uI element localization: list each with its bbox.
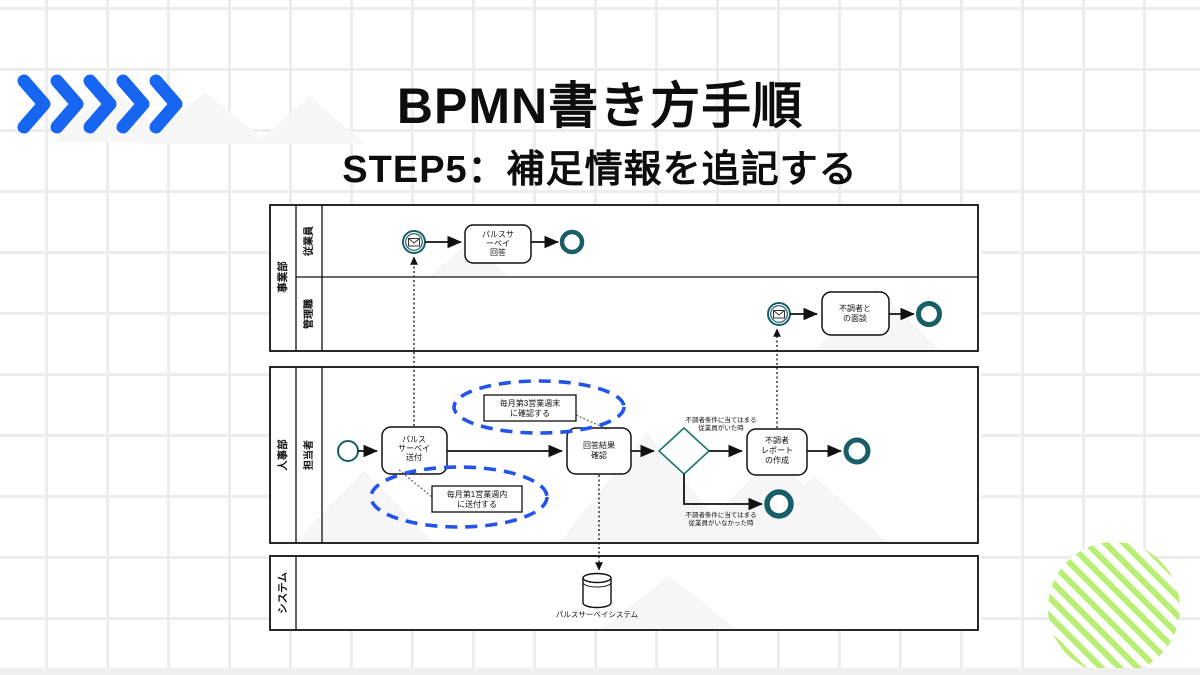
end-event-manager (916, 301, 942, 327)
sequence-flow (683, 474, 763, 511)
svg-text:レポート: レポート (761, 446, 793, 455)
green-striped-circle-decoration (1048, 542, 1180, 674)
svg-text:従業員がいなかった時: 従業員がいなかった時 (689, 518, 755, 527)
svg-text:不調者と: 不調者と (839, 303, 871, 313)
lane-label-staff: 担当者 (302, 440, 315, 470)
pool-system: システム (269, 555, 979, 631)
svg-text:の作成: の作成 (765, 455, 789, 465)
bpmn-diagram: 事業部 従業員 管理職 パルスサ ーベイ 回答 (269, 204, 981, 631)
pool-label: システム (277, 572, 289, 614)
svg-text:送付: 送付 (406, 452, 422, 462)
chevrons-decoration (17, 74, 183, 134)
task-pulse-survey-answer: パルスサ ーベイ 回答 (464, 224, 532, 264)
svg-text:に送付する: に送付する (457, 499, 497, 509)
svg-text:パルス: パルス (402, 435, 426, 444)
annotation-send-box: 毎月第1営業週内 に送付する (431, 485, 523, 513)
pool-label: 人事部 (276, 439, 289, 471)
chevron-right-icon (17, 74, 51, 134)
message-event-employee (402, 230, 426, 254)
database-cylinder-icon (582, 572, 612, 609)
svg-text:不調者条件に当てはまる: 不調者条件に当てはまる (685, 415, 756, 424)
lane-label-employee: 従業員 (302, 226, 315, 257)
annotation-ellipse-confirm (452, 379, 626, 435)
pool-business-division: 事業部 従業員 管理職 (269, 204, 979, 352)
end-event-no-match (764, 489, 794, 519)
task-check-results: 回答結果 確認 (566, 427, 632, 475)
branch-label-match: 不調者条件に当てはまる 従業員がいた時 (685, 415, 756, 432)
envelope-icon (408, 238, 420, 247)
diagram-background (269, 204, 981, 631)
page-subtitle: STEP5：補足情報を追記する (342, 149, 858, 191)
bottom-band-decoration (0, 668, 1200, 675)
lane-employee-flow: パルスサ ーベイ 回答 (402, 224, 585, 264)
datastore-pulse-survey-system: パルスサーベイシステム (556, 572, 638, 619)
lane-label-manager: 管理職 (302, 299, 315, 329)
svg-text:毎月第3営業週末: 毎月第3営業週末 (500, 398, 560, 408)
svg-text:ーベイ: ーベイ (486, 239, 510, 248)
end-event-employee (559, 229, 585, 255)
end-event-report (843, 437, 871, 465)
annotation-ellipse-send (369, 465, 549, 529)
svg-text:従業員がいた時: 従業員がいた時 (698, 423, 744, 432)
annotation-connector (398, 469, 433, 498)
chevron-right-icon (116, 74, 150, 134)
start-event (337, 440, 359, 462)
envelope-icon (773, 310, 785, 319)
branch-label-no-match: 不調者条件に当てはまる 従業員がいなかった時 (685, 510, 756, 527)
task-create-report: 不調者 レポート の作成 (746, 428, 808, 476)
svg-text:サーベイ: サーベイ (398, 444, 430, 453)
svg-text:回答: 回答 (490, 247, 506, 257)
lane-manager-flow: 不調者と の面談 (767, 291, 942, 336)
chevron-right-icon (83, 74, 117, 134)
message-event-manager (767, 302, 791, 326)
svg-text:の面談: の面談 (843, 313, 867, 323)
lane-staff-flow: パルス サーベイ 送付 回答結果 確認 不調者条件に当てはまる 従業員がいた時 … (337, 379, 871, 529)
annotation-confirm-box: 毎月第3営業週末 に確認する (483, 394, 577, 422)
chevron-right-icon (50, 74, 84, 134)
svg-text:に確認する: に確認する (510, 408, 550, 418)
page-title: BPMN書き方手順 (396, 78, 804, 134)
svg-text:パルスサ: パルスサ (482, 230, 514, 239)
pool-hr-division: 人事部 担当者 (269, 366, 979, 544)
task-send-pulse-survey: パルス サーベイ 送付 (381, 426, 448, 475)
pool-label: 事業部 (276, 261, 289, 293)
svg-text:パルスサーベイシステム: パルスサーベイシステム (556, 610, 638, 619)
svg-text:確認: 確認 (591, 450, 607, 460)
chevron-right-icon (149, 74, 183, 134)
svg-text:回答結果: 回答結果 (583, 440, 615, 450)
svg-text:不調者条件に当てはまる: 不調者条件に当てはまる (685, 510, 756, 519)
task-interview-unwell: 不調者と の面談 (821, 291, 890, 336)
svg-text:不調者: 不調者 (765, 435, 789, 445)
svg-text:毎月第1営業週内: 毎月第1営業週内 (447, 489, 507, 499)
